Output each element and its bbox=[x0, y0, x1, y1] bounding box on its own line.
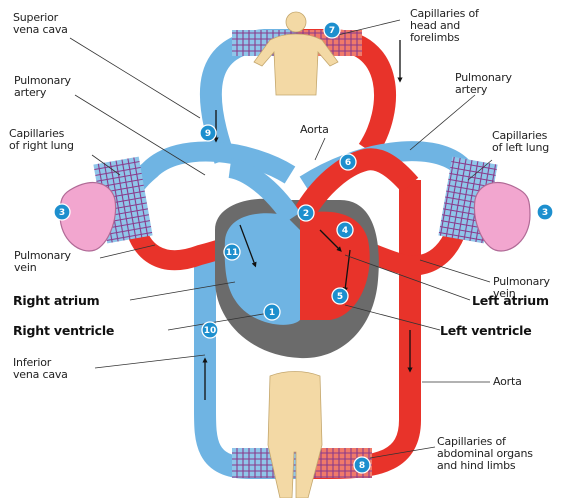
svg-text:10: 10 bbox=[204, 326, 217, 336]
marker-11: 11 bbox=[224, 244, 240, 260]
label-inferior-vena-cava: Inferior vena cava bbox=[13, 357, 68, 381]
marker-9: 9 bbox=[200, 125, 216, 141]
label-aorta-bottom: Aorta bbox=[493, 376, 522, 388]
marker-7: 7 bbox=[324, 22, 340, 38]
svg-text:6: 6 bbox=[345, 158, 351, 168]
label-right-atrium: Right atrium bbox=[13, 294, 99, 308]
label-capillaries-left-lung: Capillaries of left lung bbox=[492, 130, 549, 154]
svg-text:2: 2 bbox=[303, 209, 309, 219]
label-pulmonary-vein-left: Pulmonary vein bbox=[14, 250, 71, 274]
svg-text:3: 3 bbox=[59, 208, 65, 218]
label-pulmonary-artery-right: Pulmonary artery bbox=[455, 72, 512, 96]
label-capillaries-head: Capillaries of head and forelimbs bbox=[410, 8, 479, 44]
label-right-ventricle: Right ventricle bbox=[13, 324, 114, 338]
svg-text:3: 3 bbox=[542, 208, 548, 218]
label-capillaries-right-lung: Capillaries of right lung bbox=[9, 128, 74, 152]
marker-2: 2 bbox=[298, 205, 314, 221]
svg-text:11: 11 bbox=[226, 248, 239, 258]
svg-text:8: 8 bbox=[359, 461, 365, 471]
label-left-ventricle: Left ventricle bbox=[440, 324, 532, 338]
label-superior-vena-cava: Superior vena cava bbox=[13, 12, 68, 36]
label-capillaries-abdominal: Capillaries of abdominal organs and hind… bbox=[437, 436, 533, 472]
marker-10: 10 bbox=[202, 322, 218, 338]
lower-body-silhouette bbox=[268, 372, 322, 499]
svg-text:1: 1 bbox=[269, 308, 275, 318]
marker-3-left: 3 bbox=[54, 204, 70, 220]
marker-1: 1 bbox=[264, 304, 280, 320]
marker-8: 8 bbox=[354, 457, 370, 473]
label-left-atrium: Left atrium bbox=[472, 294, 549, 308]
svg-text:9: 9 bbox=[205, 129, 211, 139]
label-pulmonary-artery-left: Pulmonary artery bbox=[14, 75, 71, 99]
marker-6: 6 bbox=[340, 154, 356, 170]
svg-text:5: 5 bbox=[337, 292, 343, 302]
label-aorta-top: Aorta bbox=[300, 124, 329, 136]
svg-text:4: 4 bbox=[342, 226, 348, 236]
marker-5: 5 bbox=[332, 288, 348, 304]
marker-4: 4 bbox=[337, 222, 353, 238]
marker-3-right: 3 bbox=[537, 204, 553, 220]
svg-text:7: 7 bbox=[329, 26, 335, 36]
